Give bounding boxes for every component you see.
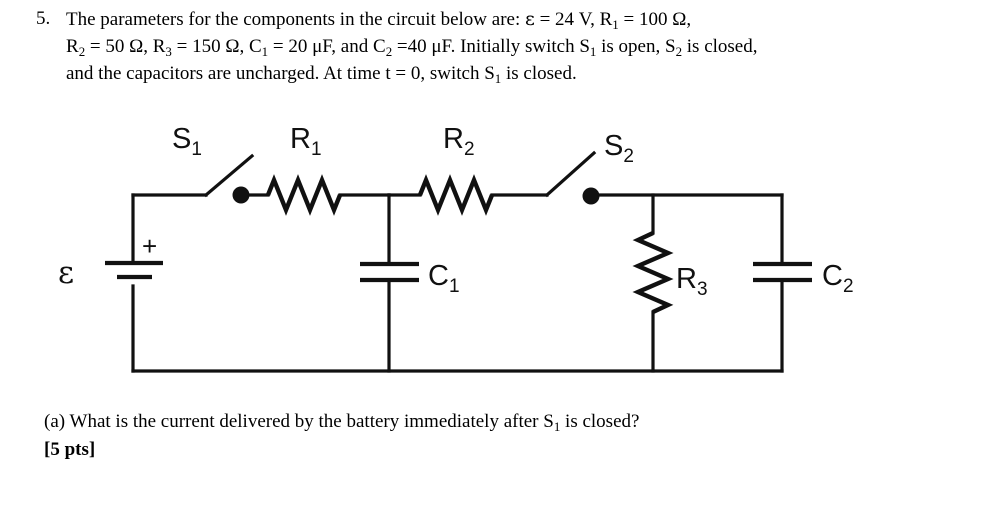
battery-emf-label: ε xyxy=(58,255,74,291)
resistor-r3-label: R3 xyxy=(676,263,708,300)
switch-s1-label: S1 xyxy=(172,123,202,160)
switch-s1-terminal-dot[interactable] xyxy=(232,186,250,204)
s1-subscript-line3: 1 xyxy=(494,70,502,86)
statement-line-3: and the capacitors are uncharged. At tim… xyxy=(66,61,966,88)
question-a: (a) What is the current delivered by the… xyxy=(44,408,964,436)
question-a-marker: (a) xyxy=(44,411,66,432)
switch-s2-blade[interactable] xyxy=(544,150,597,198)
battery-symbol xyxy=(105,260,163,280)
circuit-svg: ε + S1 R1 C1 R2 xyxy=(58,123,854,373)
resistor-r2-label: R2 xyxy=(443,123,475,160)
r1-symbol: R xyxy=(599,9,613,30)
resistor-r1-zigzag xyxy=(265,174,343,216)
switch-s2-terminal-dot[interactable] xyxy=(582,187,600,205)
r2-subscript: 2 xyxy=(78,43,86,59)
capacitor-c1-label: C1 xyxy=(428,260,460,297)
s2-subscript-stmt: 2 xyxy=(675,43,683,59)
resistor-r2-zigzag xyxy=(417,174,495,216)
line1-intro: The parameters for the components in the… xyxy=(66,9,525,30)
r3-value: = 150 Ω, xyxy=(171,36,249,57)
s1-subscript-stmt: 1 xyxy=(589,43,597,59)
r1-value: = 100 Ω, xyxy=(618,9,692,30)
c1-value: = 20 μF, and xyxy=(268,36,373,57)
c2-symbol: C xyxy=(373,36,386,57)
switch-s2[interactable] xyxy=(544,150,600,205)
r1-subscript: 1 xyxy=(612,16,619,32)
c2-value: =40 μF. Initially switch S xyxy=(392,36,590,57)
question-a-text-after: is closed? xyxy=(560,411,640,432)
r3-subscript: 3 xyxy=(165,43,172,59)
c1-symbol: C xyxy=(248,36,262,57)
problem-number: 5. xyxy=(36,8,51,29)
line3-text-a: and the capacitors are uncharged. At tim… xyxy=(66,63,495,84)
switch-s1[interactable] xyxy=(203,153,255,204)
r2-symbol: R xyxy=(66,36,79,57)
statement-line-1: The parameters for the components in the… xyxy=(66,6,966,34)
c1-subscript: 1 xyxy=(261,43,269,59)
question-list: (a) What is the current delivered by the… xyxy=(44,408,964,463)
line3-text-b: is closed. xyxy=(501,63,577,84)
r2-value: = 50 Ω, xyxy=(85,36,153,57)
switch-s1-blade[interactable] xyxy=(203,153,255,198)
problem-text: The parameters for the components in the… xyxy=(66,6,966,88)
emf-value: = 24 V, xyxy=(534,9,600,30)
capacitor-c2-label: C2 xyxy=(822,260,854,297)
resistor-r3-zigzag xyxy=(632,231,674,314)
c2-subscript: 2 xyxy=(385,43,393,59)
problem-statement: 5. The parameters for the components in … xyxy=(36,6,966,88)
capacitor-c1-symbol xyxy=(360,261,419,283)
r3-symbol: R xyxy=(152,36,166,57)
capacitor-c2-symbol xyxy=(753,261,812,283)
statement-line-2: R2 = 50 Ω, R3 = 150 Ω, C1 = 20 μF, and C… xyxy=(66,34,966,61)
question-a-s1-subscript: 1 xyxy=(553,418,561,434)
question-a-text: What is the current delivered by the bat… xyxy=(69,411,554,432)
s1-state: is open, S xyxy=(596,36,676,57)
circuit-diagram: ε + S1 R1 C1 R2 xyxy=(0,108,996,398)
emf-symbol: ε xyxy=(525,8,535,30)
question-a-points: [5 pts] xyxy=(44,439,96,460)
battery-polarity-label: + xyxy=(142,231,157,261)
switch-s2-label: S2 xyxy=(604,130,634,167)
resistor-r1-label: R1 xyxy=(290,123,322,160)
s2-state: is closed, xyxy=(682,36,758,57)
